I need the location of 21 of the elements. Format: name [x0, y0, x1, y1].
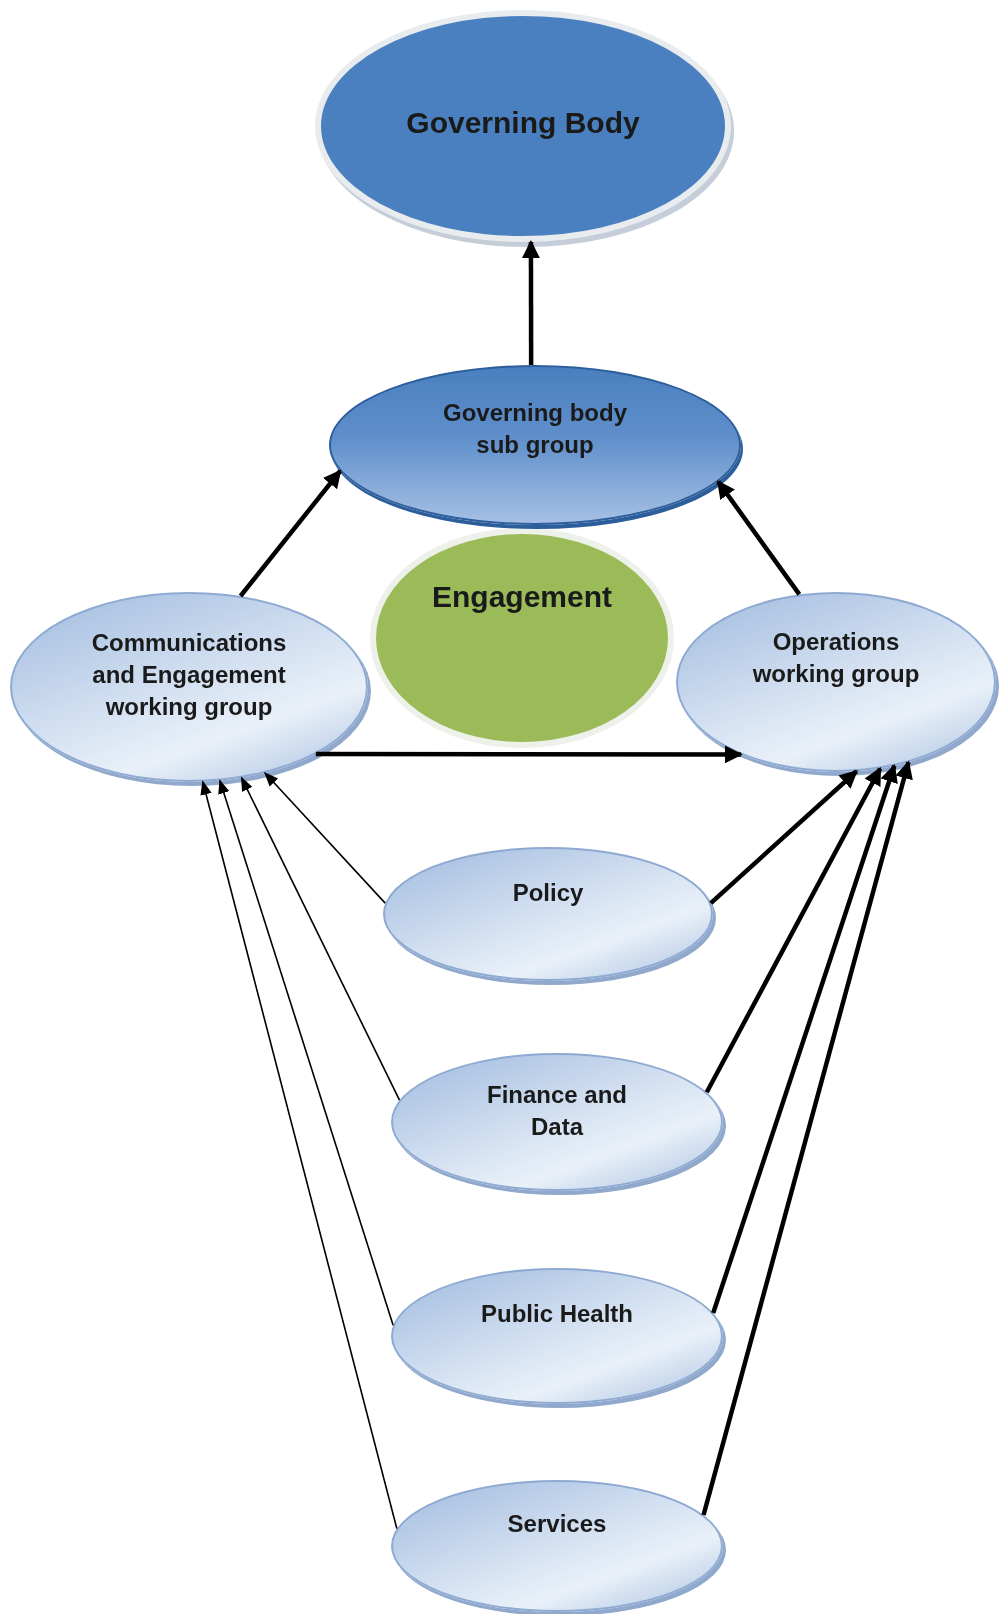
arrow: [238, 469, 342, 598]
node-label: Policy: [512, 878, 584, 908]
node-label: Governing Body: [406, 105, 640, 141]
node-label: Communications and Engagement working group: [90, 628, 288, 722]
arrow: [264, 771, 386, 904]
arrow: [218, 779, 394, 1326]
node-label: Operations working group: [751, 627, 921, 689]
arrow: [704, 766, 883, 1094]
node-label: Finance and Data: [486, 1080, 628, 1142]
node-label: Governing body sub group: [442, 398, 628, 460]
arrow: [709, 769, 859, 905]
node-label: Public Health: [481, 1299, 633, 1329]
arrow: [200, 780, 398, 1530]
arrow: [521, 240, 540, 365]
arrow: [315, 745, 743, 764]
arrow: [716, 480, 802, 596]
arrow: [701, 760, 913, 1516]
arrow: [240, 776, 401, 1101]
arrow: [711, 764, 898, 1314]
node-label: Services: [507, 1509, 607, 1539]
node-label: Engagement: [432, 579, 612, 615]
